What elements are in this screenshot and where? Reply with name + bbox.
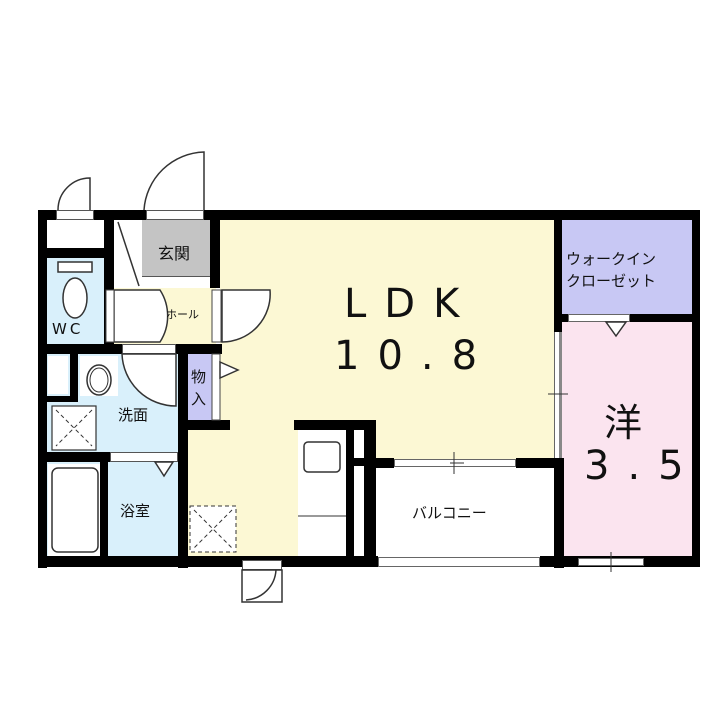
closet-door [568,314,630,322]
storage-area [188,354,212,424]
western-size: 3.5 [584,443,702,489]
entrance-label: 玄関 [158,244,191,263]
door-swing-icon [143,151,205,211]
walk-in-closet-area [562,220,692,314]
wall [100,462,108,558]
wall [38,556,378,567]
wall [554,210,562,332]
wall [294,420,376,430]
entrance-door-gap [146,210,204,220]
hall-label: ホール [166,308,199,321]
storage-label-line1: 物 [191,368,207,386]
wall [38,452,110,462]
western-name: 洋 [604,401,643,445]
storage-label-line2: 入 [191,390,207,408]
wall [692,210,700,567]
wall [38,210,698,220]
wall [210,210,220,288]
sliding-door-western [554,332,562,458]
ldk-name: LDK [344,281,478,327]
wall [38,248,112,258]
closet-label-line1: ウォークイン [566,250,657,268]
wall [188,420,230,430]
entrance-area [142,220,210,276]
wc-top-door-gap [56,210,94,220]
wall [178,344,188,568]
balcony-label: バルコニー [412,504,487,522]
ldk-size: 10.8 [334,333,496,379]
wall [46,396,78,402]
washer-space-icon [51,405,97,451]
fridge-space-icon [189,505,237,553]
bath-door-gap [110,452,178,462]
wall [346,420,354,560]
pipe-shaft [354,430,364,556]
balcony-area [378,468,554,556]
wall [364,458,394,468]
toilet-label: WC [52,320,84,338]
door-swing-icon [57,177,91,211]
storage-box [46,222,104,248]
wall [516,458,564,468]
wall [104,210,114,344]
wall [354,458,364,466]
wall [554,458,564,568]
western-room-area [562,322,692,556]
ldk-area-mid [220,420,300,440]
bathroom-label: 浴室 [120,502,151,520]
entrance-step [142,276,210,287]
wall [38,210,47,568]
wall [70,354,78,398]
wall [364,420,376,560]
closet-label-line2: クローゼット [566,272,657,290]
window-balcony-bottom [378,557,540,567]
washroom-label: 洗面 [118,406,149,424]
